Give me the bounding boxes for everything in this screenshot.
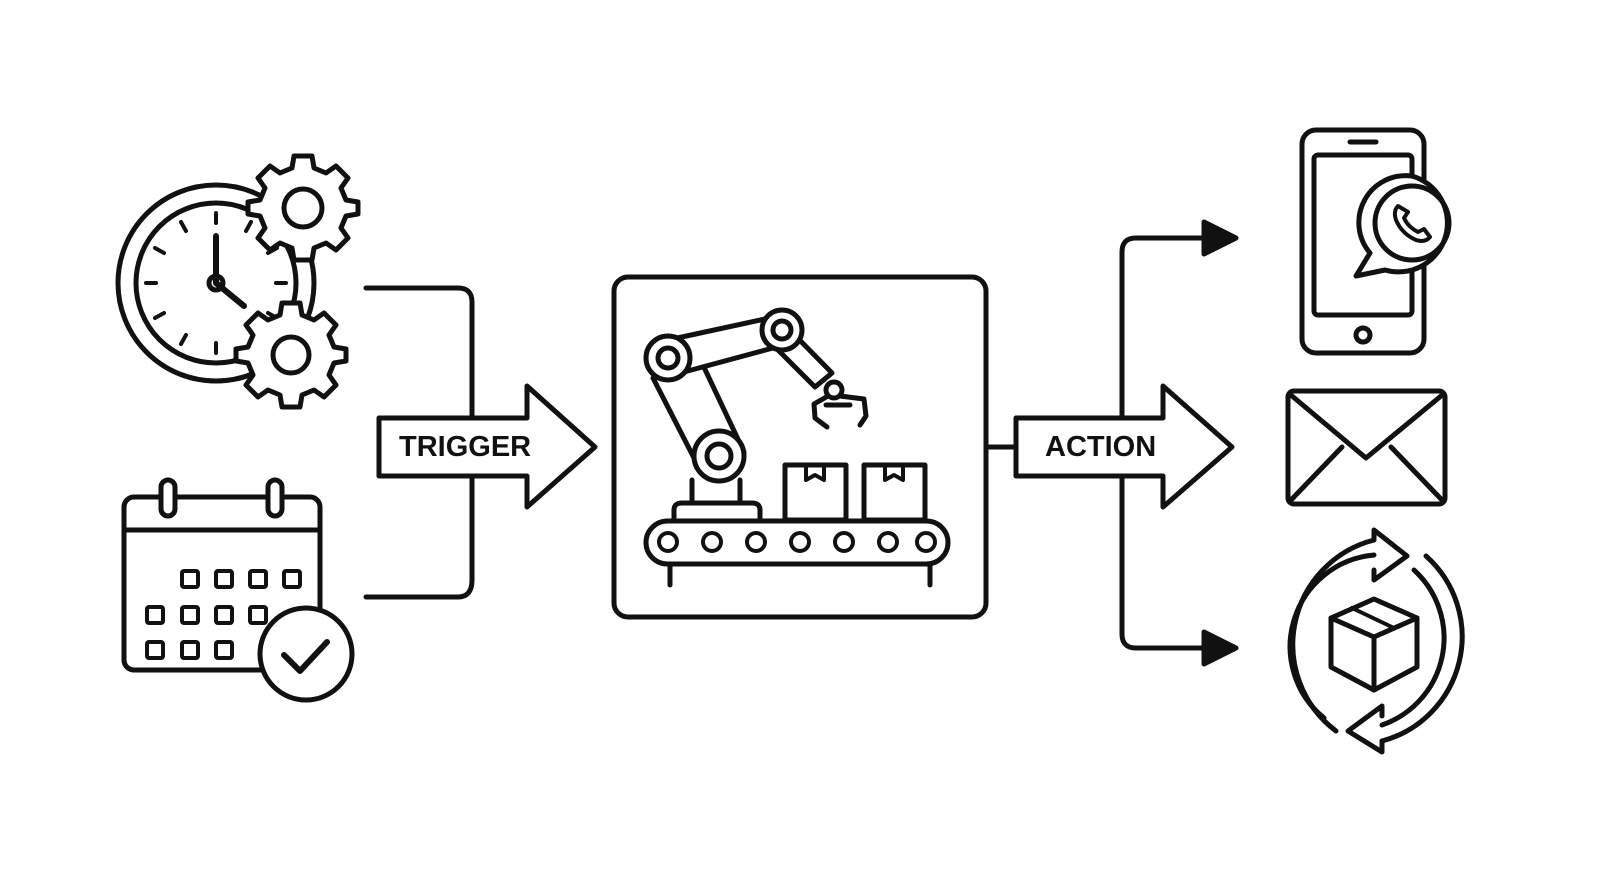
trigger-label: TRIGGER xyxy=(399,431,532,463)
check-circle-icon xyxy=(257,605,355,703)
whatsapp-icon xyxy=(1353,173,1452,279)
gear-icon xyxy=(233,300,349,410)
sync-package-icon xyxy=(1287,527,1465,755)
action-arrow xyxy=(1013,383,1235,510)
action-label: ACTION xyxy=(1045,431,1157,463)
gear-icon xyxy=(245,153,361,263)
robot-arm-conveyor-icon xyxy=(643,307,951,588)
envelope-icon xyxy=(1285,388,1448,507)
trigger-arrow xyxy=(376,383,598,510)
